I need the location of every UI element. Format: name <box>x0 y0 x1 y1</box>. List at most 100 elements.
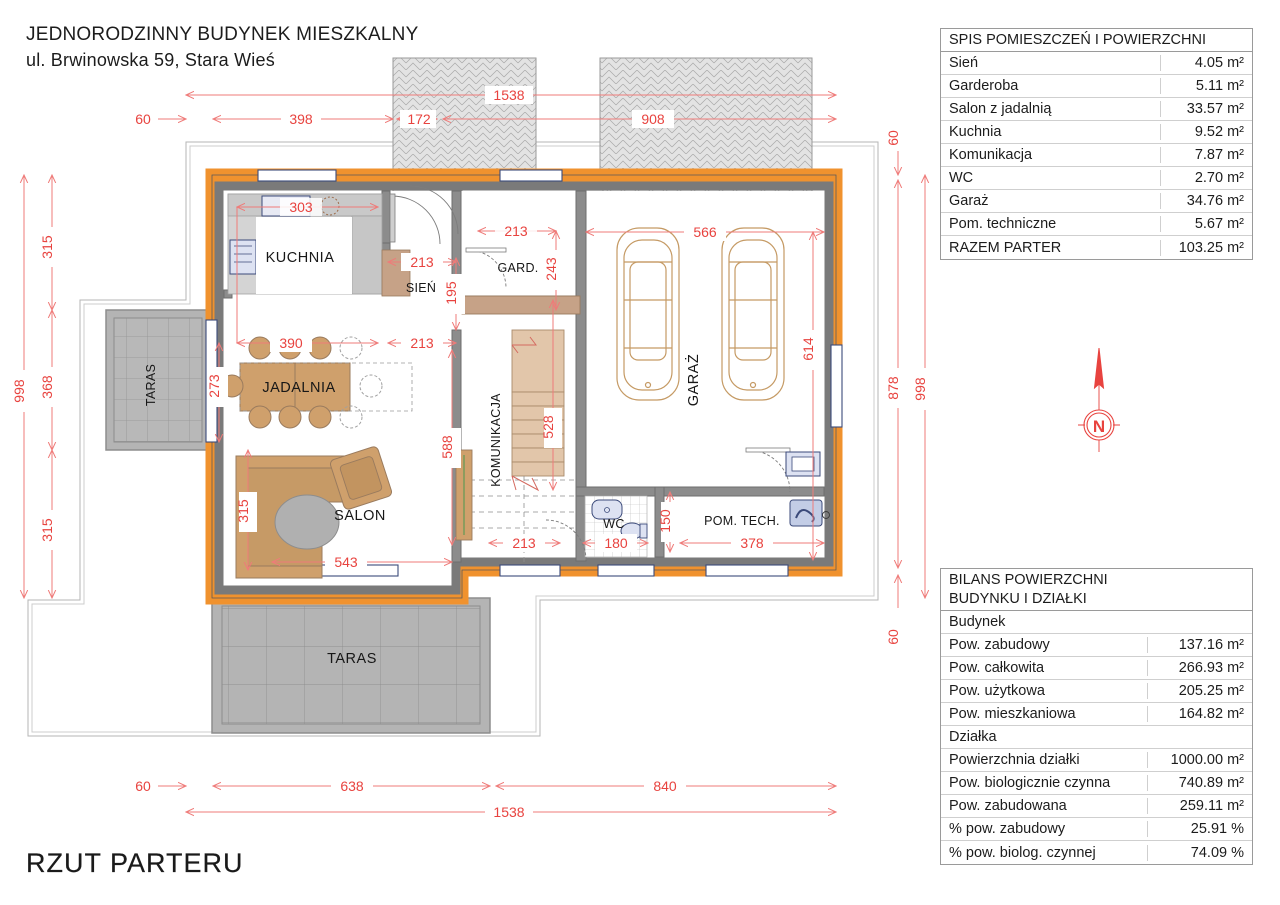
section-header-building: Budynek <box>941 611 1252 634</box>
dimension-bottom-segments: 60 638 840 <box>128 777 836 795</box>
balance-value: 259.11 m² <box>1147 798 1252 814</box>
dim-wc-150: 150 <box>657 509 673 533</box>
site-outline <box>27 141 879 737</box>
dimension-wc-150: 150 <box>657 492 679 552</box>
dimension-kom-528: 528 <box>540 300 562 490</box>
table-row: Komunikacja 7.87 m² <box>941 144 1252 167</box>
dimension-top-segments: 60 398 172 908 <box>128 110 836 128</box>
area-balance-table: BILANS POWIERZCHNI BUDYNKU I DZIAŁKI Bud… <box>940 568 1253 865</box>
dimension-tech-378: 378 <box>680 534 824 552</box>
dim-right-60-bottom: 60 <box>885 629 901 645</box>
balance-title-line2: BUDYNKU I DZIAŁKI <box>949 591 1087 607</box>
balance-label: % pow. biolog. czynnej <box>949 844 1096 861</box>
sien-label: SIEŃ <box>406 280 436 295</box>
room-area: 5.67 m² <box>1160 216 1252 232</box>
balance-label: Pow. zabudowana <box>949 798 1067 814</box>
dim-kom-588: 588 <box>439 435 455 459</box>
room-area: 4.05 m² <box>1160 55 1252 71</box>
terrace-bottom-label: TARAS <box>327 651 377 667</box>
dimension-wc-180: 180 <box>583 534 648 552</box>
dim-gard-213: 213 <box>504 223 528 239</box>
room-schedule-title: SPIS POMIESZCZEŃ I POWIERZCHNI <box>949 32 1206 48</box>
dim-left-368: 368 <box>39 375 55 399</box>
living-room: SALON <box>235 446 393 579</box>
dimension-kitchen-390: 390 <box>237 207 378 352</box>
room-area: 9.52 m² <box>1160 124 1252 140</box>
dim-jadalnia-273: 273 <box>206 374 222 398</box>
project-address: ul. Brwinowska 59, Stara Wieś <box>26 49 275 70</box>
dimension-kom-588: 588 <box>439 350 461 545</box>
dimension-right-segments: 60 878 60 998 <box>885 123 934 650</box>
dimension-garaz-566: 566 <box>586 223 824 241</box>
dim-gard-243: 243 <box>543 257 559 281</box>
table-row-total: RAZEM PARTER 103.25 m² <box>941 236 1252 259</box>
table-row: Pow. zabudowana 259.11 m² <box>941 795 1252 818</box>
kitchen-label: KUCHNIA <box>266 250 335 266</box>
dimension-left-segments: 315 368 315 <box>39 175 61 598</box>
balance-value: 137.16 m² <box>1147 637 1252 653</box>
balance-label: Pow. mieszkaniowa <box>949 706 1076 722</box>
table-row: WC 2.70 m² <box>941 167 1252 190</box>
balance-value: 164.82 m² <box>1147 706 1252 722</box>
room-name: Garderoba <box>949 78 1019 94</box>
room-name: Garaż <box>949 193 989 209</box>
dim-kom-528: 528 <box>540 415 556 439</box>
dimension-sien-195: 195 <box>443 258 465 330</box>
balance-label: Powierzchnia działki <box>949 752 1080 768</box>
north-arrow-compass: N <box>1078 347 1120 452</box>
table-header-row: BILANS POWIERZCHNI BUDYNKU I DZIAŁKI <box>941 569 1252 611</box>
room-area: 34.76 m² <box>1160 193 1252 209</box>
balance-value: 740.89 m² <box>1147 775 1252 791</box>
compass-north-label: N <box>1093 417 1105 436</box>
dim-right-60-top: 60 <box>885 130 901 146</box>
hallway-label: KOMUNIKACJA <box>489 393 503 487</box>
armchair-icon <box>329 446 393 510</box>
balance-value: 1000.00 m² <box>1147 752 1252 768</box>
section-label: Działka <box>949 729 997 745</box>
dim-left-315-bottom: 315 <box>39 518 55 542</box>
dim-bottom-overall: 1538 <box>493 804 524 820</box>
dim-top-60: 60 <box>135 111 151 127</box>
dim-kuchnia-303: 303 <box>289 199 313 215</box>
sien-room: SIEŃ <box>389 193 441 295</box>
dimension-salon-543: 543 <box>272 553 452 571</box>
dimension-jadalnia-273: 273 <box>206 343 228 442</box>
section-label: Budynek <box>949 614 1006 630</box>
living-label: SALON <box>334 508 386 524</box>
dim-right-878: 878 <box>885 376 901 400</box>
dimension-sien-213-mid: 213 <box>388 334 456 352</box>
drawing-title-block: JEDNORODZINNY BUDYNEK MIESZKALNY ul. Brw… <box>26 22 418 72</box>
dim-tech-378: 378 <box>740 535 764 551</box>
table-row: Pom. techniczne 5.67 m² <box>941 213 1252 236</box>
balance-value: 25.91 % <box>1147 821 1252 837</box>
room-name: Salon z jadalnią <box>949 101 1052 117</box>
dimension-top-overall: 1538 <box>186 86 836 104</box>
room-area: 2.70 m² <box>1160 170 1252 186</box>
dimension-sien-213-top: 213 <box>388 253 456 271</box>
sheet-title: RZUT PARTERU <box>26 848 244 878</box>
dimension-gard-243: 243 <box>543 231 565 310</box>
table-row: % pow. biolog. czynnej 74.09 % <box>941 841 1252 864</box>
dim-top-398: 398 <box>289 111 313 127</box>
terrace-left-label: TARAS <box>144 364 158 406</box>
balance-value: 74.09 % <box>1147 844 1252 861</box>
dim-wc-180: 180 <box>604 535 628 551</box>
room-name: Komunikacja <box>949 147 1033 163</box>
dim-salon-315: 315 <box>235 499 251 523</box>
room-name: WC <box>949 170 974 186</box>
dimension-kitchen-303: 303 <box>237 198 378 216</box>
technical-room-label: POM. TECH. <box>704 514 780 528</box>
dim-wc-213: 213 <box>512 535 536 551</box>
table-row: Garderoba 5.11 m² <box>941 75 1252 98</box>
door-swings <box>409 185 459 235</box>
dim-garaz-614: 614 <box>800 337 816 361</box>
room-name: RAZEM PARTER <box>949 239 1062 256</box>
table-row: Pow. zabudowy 137.16 m² <box>941 634 1252 657</box>
terrace-left: TARAS <box>105 309 211 451</box>
dimension-left-overall: 998 <box>11 175 33 598</box>
terrace-bottom: TARAS <box>211 597 491 734</box>
dim-bottom-638: 638 <box>340 778 364 794</box>
dimension-gard-213: 213 <box>478 222 556 240</box>
room-area: 103.25 m² <box>1160 239 1252 256</box>
